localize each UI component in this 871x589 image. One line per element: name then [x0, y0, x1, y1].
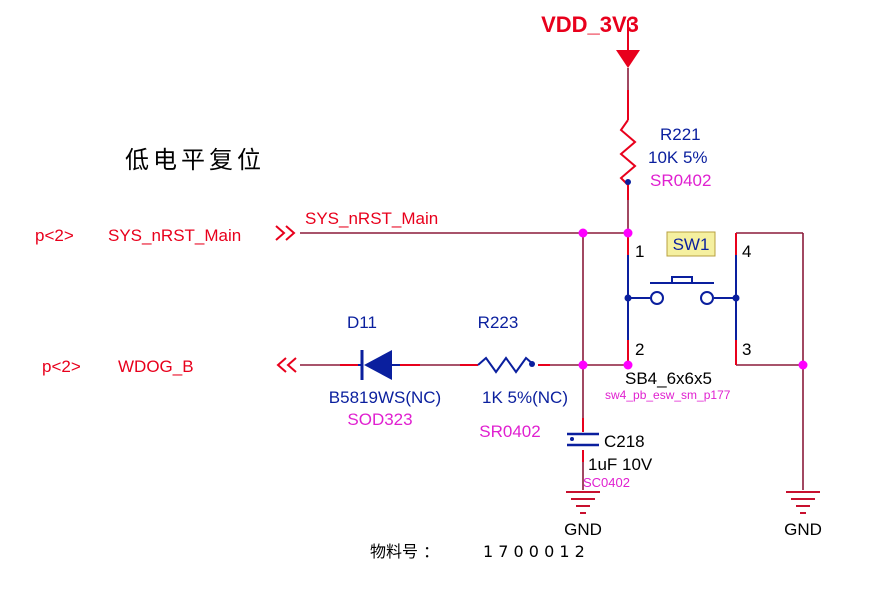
- r221-ref: R221: [660, 125, 701, 144]
- sw1-ref: SW1: [673, 235, 710, 254]
- footer-code: 1 7 0 0 0 1 2: [483, 542, 585, 561]
- sw1-ref-box: [666, 231, 716, 257]
- wires: [300, 68, 804, 490]
- vdd-power-symbol: [616, 20, 640, 68]
- d11-value: B5819WS(NC): [329, 388, 441, 407]
- sw1-junction-left: [624, 294, 632, 302]
- r223-ref: R223: [478, 313, 519, 332]
- sw1-pin-2: 2: [635, 340, 644, 359]
- wdog-page-ref: p<2>: [42, 357, 81, 376]
- wdog-port-arrow-icon: [276, 357, 297, 373]
- sw1-pin-4: 4: [742, 242, 751, 261]
- sw1-pin-3: 3: [742, 340, 751, 359]
- vdd-net-label: VDD_3V3: [541, 12, 639, 37]
- c218-footprint: SC0402: [583, 475, 630, 490]
- c218-value: 1uF 10V: [588, 455, 653, 474]
- sys-rst-net-label: SYS_nRST_Main: [305, 209, 438, 228]
- r223-footprint: SR0402: [479, 422, 540, 441]
- wdog-net-label: WDOG_B: [118, 357, 194, 376]
- sys-rst-page-ref: p<2>: [35, 226, 74, 245]
- d11-diode-icon: [358, 350, 400, 380]
- gnd-symbol-left-icon: [566, 491, 600, 514]
- sys-rst-port-label: SYS_nRST_Main: [108, 226, 241, 245]
- pin-segments: [340, 90, 737, 462]
- sw1-junction-right: [732, 294, 740, 302]
- sys-rst-port-arrow-icon: [275, 225, 296, 241]
- d11-footprint: SOD323: [347, 410, 412, 429]
- r221-footprint: SR0402: [650, 171, 711, 190]
- r223-resistor: [477, 356, 535, 374]
- sw1-pin-1: 1: [635, 242, 644, 261]
- c218-ref: C218: [604, 432, 645, 451]
- gnd-symbol-right-icon: [786, 491, 820, 514]
- page-title: 低电平复位: [125, 146, 265, 174]
- d11-ref: D11: [347, 313, 377, 332]
- junctions: [578, 228, 808, 370]
- sw1-switch-icon: [627, 255, 737, 340]
- gnd-label-left: GND: [564, 520, 602, 539]
- footer-label: 物料号 ：: [370, 542, 439, 561]
- r221-resistor: [619, 119, 637, 186]
- r221-value: 10K 5%: [648, 148, 708, 167]
- sw1-footprint: sw4_pb_esw_sm_p177: [605, 388, 731, 402]
- c218-capacitor-icon: [567, 432, 599, 447]
- sw1-part: SB4_6x6x5: [625, 369, 712, 388]
- gnd-label-right: GND: [784, 520, 822, 539]
- r223-value: 1K 5%(NC): [482, 388, 568, 407]
